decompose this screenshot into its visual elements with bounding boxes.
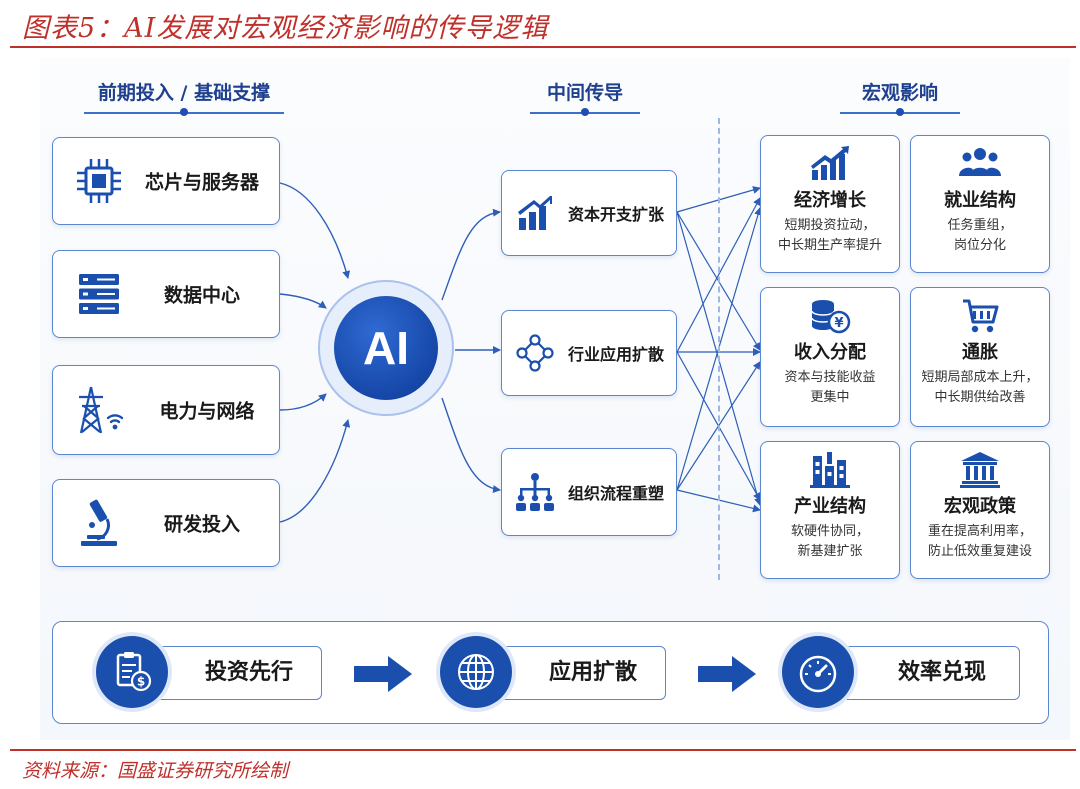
connector-power-to-ai <box>279 393 327 411</box>
government-building-icon <box>960 452 1000 488</box>
impact-description-line: 更集中 <box>810 390 850 405</box>
input-label: 数据中心 <box>163 284 240 307</box>
input-card-power: 电力与网络 <box>52 365 280 455</box>
growth-chart-icon <box>811 146 849 180</box>
footer-rule <box>10 749 1076 751</box>
figure-title: 图表5：AI发展对宏观经济影响的传导逻辑 <box>22 13 549 44</box>
channel-card-capex: 资本开支扩张 <box>501 170 677 256</box>
channel-label: 组织流程重塑 <box>567 484 664 503</box>
input-label: 电力与网络 <box>159 400 255 423</box>
process-step-label: 应用扩散 <box>548 660 637 685</box>
impact-description-line: 短期投资拉动， <box>784 218 876 233</box>
input-card-chip: 芯片与服务器 <box>52 137 280 225</box>
input-label: 研发投入 <box>163 513 240 536</box>
impact-description: 短期局部成本上升， 中长期供给改善 <box>911 368 1049 408</box>
impact-description: 资本与技能收益 更集中 <box>761 368 899 408</box>
input-label: 芯片与服务器 <box>144 171 259 194</box>
server-rack-icon <box>79 274 119 314</box>
microscope-icon <box>81 499 117 546</box>
impact-description-line: 中长期供给改善 <box>934 390 1026 405</box>
impact-card-inflation: 通胀 短期局部成本上升， 中长期供给改善 <box>910 287 1050 427</box>
impact-label: 通胀 <box>962 342 998 363</box>
impact-description-line: 任务重组， <box>947 218 1013 233</box>
section-divider <box>718 118 720 580</box>
globe-network-icon <box>458 654 494 690</box>
impact-label: 产业结构 <box>794 496 866 517</box>
impact-description-line: 防止低效重复建设 <box>927 544 1032 559</box>
channel-card-organization: 组织流程重塑 <box>501 448 677 536</box>
connector-ai-to-organization <box>441 397 501 494</box>
title-rule <box>10 46 1076 48</box>
investment-document-icon: $ <box>116 652 152 692</box>
impact-label: 就业结构 <box>944 190 1016 211</box>
power-tower-wifi-icon <box>79 386 124 434</box>
process-step-invest: 投资先行 <box>146 646 322 700</box>
chip-icon <box>77 159 121 203</box>
column-header-dot <box>180 108 188 116</box>
impact-label: 宏观政策 <box>944 496 1016 517</box>
process-step-label: 效率兑现 <box>897 660 986 685</box>
impact-description-line: 新基建扩张 <box>797 544 863 559</box>
impact-description: 软硬件协同， 新基建扩张 <box>761 522 899 562</box>
column-header-channels: 中间传导 <box>530 78 640 116</box>
channel-label: 行业应用扩散 <box>567 345 664 364</box>
network-nodes-icon <box>516 334 554 372</box>
connector-rnd-to-ai <box>279 419 351 523</box>
source-note: 资料来源：国盛证券研究所绘制 <box>22 760 289 782</box>
ai-hub-label: AI <box>334 296 438 400</box>
speedometer-icon <box>799 655 837 693</box>
process-arrow-icon <box>698 656 756 692</box>
impact-description: 任务重组， 岗位分化 <box>911 216 1049 256</box>
org-chart-icon <box>516 473 554 511</box>
process-step-invest-badge: $ <box>96 636 168 708</box>
process-arrow-icon <box>354 656 412 692</box>
impact-description-line: 重在提高利用率， <box>927 524 1032 539</box>
column-header-inputs: 前期投入 / 基础支撑 <box>84 78 284 116</box>
connector-datacenter-to-ai <box>279 293 327 309</box>
impact-label: 收入分配 <box>794 342 866 363</box>
ai-hub: AI <box>318 280 454 416</box>
impact-card-policy: 宏观政策 重在提高利用率， 防止低效重复建设 <box>910 441 1050 579</box>
input-card-datacenter: 数据中心 <box>52 250 280 338</box>
impact-label: 经济增长 <box>794 190 866 211</box>
impact-description: 重在提高利用率， 防止低效重复建设 <box>911 522 1049 562</box>
impact-card-income: ¥ 收入分配 资本与技能收益 更集中 <box>760 287 900 427</box>
process-step-diffusion-badge <box>440 636 512 708</box>
impact-description: 短期投资拉动， 中长期生产率提升 <box>761 216 899 256</box>
factory-icon <box>810 452 850 488</box>
cart-icon <box>963 299 999 333</box>
coins-yen-icon: ¥ <box>811 300 851 334</box>
channel-label: 资本开支扩张 <box>567 205 664 224</box>
column-header-dot <box>581 108 589 116</box>
impact-description-line: 资本与技能收益 <box>784 370 876 385</box>
impact-card-growth: 经济增长 短期投资拉动， 中长期生产率提升 <box>760 135 900 273</box>
process-step-efficiency-badge <box>782 636 854 708</box>
column-header-impacts: 宏观影响 <box>840 78 960 116</box>
svg-text:¥: ¥ <box>834 316 843 331</box>
impact-description-line: 软硬件协同， <box>790 524 869 539</box>
column-header-inputs-label: 前期投入 / 基础支撑 <box>97 82 271 104</box>
people-icon <box>959 148 1001 176</box>
channel-card-application: 行业应用扩散 <box>501 310 677 396</box>
process-step-diffusion: 应用扩散 <box>490 646 666 700</box>
connector-chip-to-ai <box>279 182 351 279</box>
column-header-channels-label: 中间传导 <box>546 82 623 104</box>
column-header-impacts-label: 宏观影响 <box>861 82 938 104</box>
process-step-efficiency: 效率兑现 <box>834 646 1020 700</box>
bar-growth-icon <box>518 196 552 230</box>
input-card-rnd: 研发投入 <box>52 479 280 567</box>
impact-card-industry: 产业结构 软硬件协同， 新基建扩张 <box>760 441 900 579</box>
svg-text:$: $ <box>137 675 145 689</box>
column-header-dot <box>896 108 904 116</box>
process-step-label: 投资先行 <box>204 660 293 685</box>
impact-card-employment: 就业结构 任务重组， 岗位分化 <box>910 135 1050 273</box>
impact-description-line: 短期局部成本上升， <box>921 370 1039 385</box>
impact-description-line: 岗位分化 <box>953 238 1006 253</box>
impact-description-line: 中长期生产率提升 <box>777 238 882 253</box>
connector-ai-to-capex <box>441 208 501 301</box>
